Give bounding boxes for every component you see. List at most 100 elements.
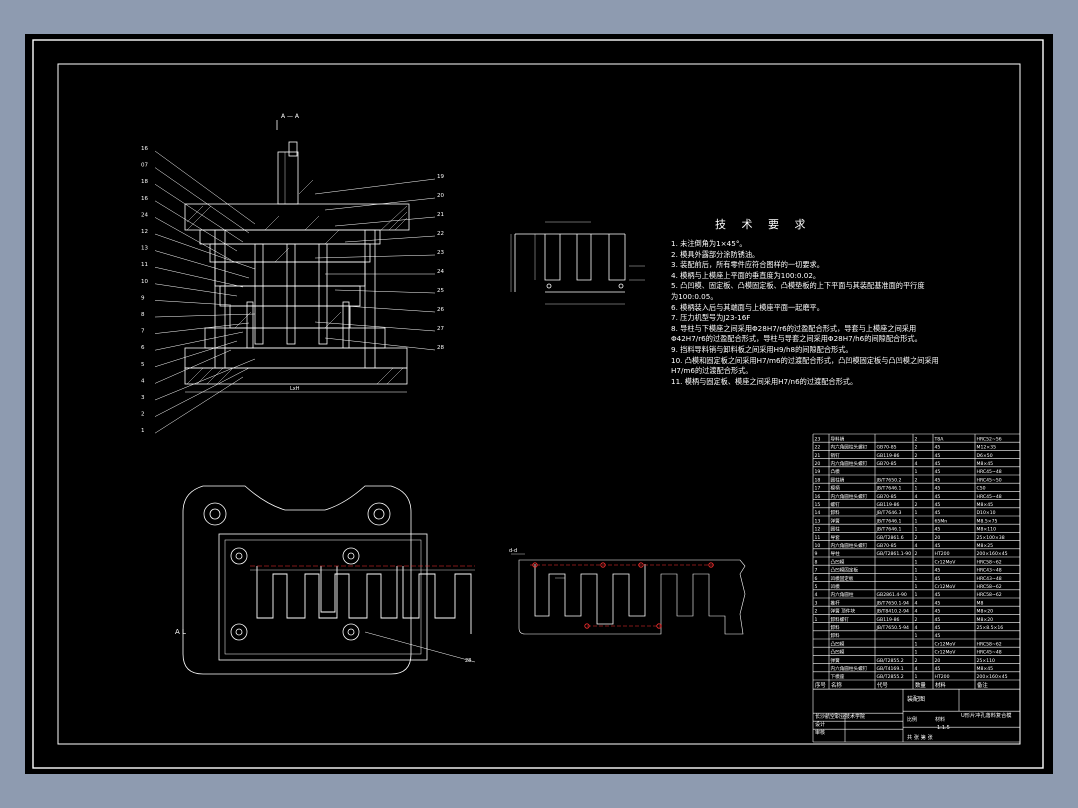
part-callout: 21 bbox=[437, 212, 444, 218]
bom-cell: 45 bbox=[935, 609, 941, 615]
bom-cell: 200×160×45 bbox=[977, 551, 1008, 557]
bom-cell: JB/T7646.1 bbox=[876, 518, 902, 524]
bom-cell: 凹模固定板 bbox=[831, 575, 854, 582]
scale-value: 1:1.5 bbox=[937, 725, 950, 731]
bom-cell: 凸模 bbox=[831, 468, 841, 475]
bom-cell: 内六角圆柱头螺钉 bbox=[831, 493, 868, 500]
leader-line bbox=[154, 358, 256, 401]
bom-cell: 45 bbox=[935, 617, 941, 623]
product-name: U形片冲孔落料复合模 bbox=[961, 711, 1012, 719]
title-label: 审核 bbox=[815, 729, 825, 736]
leader-line bbox=[154, 200, 238, 252]
part-callout: 19 bbox=[437, 174, 444, 180]
bom-cell: 20 bbox=[815, 461, 821, 467]
part-callout: 6 bbox=[141, 345, 145, 351]
bom-cell: HRC58~62 bbox=[977, 559, 1002, 565]
bom-cell: 18 bbox=[815, 477, 821, 483]
bom-cell: 1 bbox=[915, 633, 918, 639]
leader-line bbox=[154, 331, 244, 351]
bom-cell: 凸凹模 bbox=[831, 558, 845, 565]
bom-cell: GB119-86 bbox=[877, 453, 900, 459]
bom-cell: 20 bbox=[935, 535, 941, 541]
outer-frame bbox=[32, 39, 1044, 769]
bom-cell: 内六角圆柱 bbox=[831, 591, 854, 598]
leader-line bbox=[154, 217, 232, 261]
leader-line bbox=[314, 254, 436, 259]
cad-drawing: A — A bbox=[32, 39, 1044, 769]
bom-cell: 45 bbox=[935, 592, 941, 598]
bom-cell: 导料销 bbox=[831, 435, 845, 442]
tech-requirement-item: 3. 装配前后，所有零件应符合图样的一切要求。 bbox=[671, 260, 824, 270]
bom-cell: M8×25 bbox=[977, 543, 994, 549]
bom-cell: 1 bbox=[915, 568, 918, 574]
bom-cell: 1 bbox=[915, 650, 918, 656]
bom-cell: 45 bbox=[935, 502, 941, 508]
bom-cell: 凸凹模固定板 bbox=[831, 567, 859, 574]
bom-cell: 2 bbox=[915, 535, 918, 541]
bom-cell: 2 bbox=[815, 609, 818, 615]
tech-requirement-item: H7/m6的过渡配合形式。 bbox=[671, 366, 753, 376]
part-callout: 18 bbox=[141, 179, 148, 185]
bom-cell: 45 bbox=[935, 568, 941, 574]
leader-line bbox=[154, 349, 232, 384]
bom-cell: 45 bbox=[935, 633, 941, 639]
bom-cell: 5 bbox=[815, 584, 818, 590]
bom-cell: 45 bbox=[935, 510, 941, 516]
bom-header-cell: 材料 bbox=[935, 681, 946, 689]
tech-requirement-item: 1. 未注倒角为1×45°。 bbox=[671, 239, 747, 248]
bom-cell: HRC45~50 bbox=[977, 477, 1002, 483]
part-callout: 12 bbox=[141, 229, 148, 235]
bom-cell: 45 bbox=[935, 477, 941, 483]
bom-cell: JB/T7646.1 bbox=[876, 486, 902, 492]
bom-cell: 1 bbox=[815, 617, 818, 623]
bom-cell: 凸凹模 bbox=[831, 640, 845, 647]
bom-cell: 1 bbox=[915, 641, 918, 647]
bom-cell: 45 bbox=[935, 445, 941, 451]
bom-cell: Cr12MoV bbox=[935, 584, 957, 590]
bom-cell: 弹簧 顶件块 bbox=[831, 608, 856, 615]
bom-cell: 弹簧 bbox=[831, 657, 841, 664]
bom-cell: 15 bbox=[815, 502, 821, 508]
part-callout: 8 bbox=[141, 312, 145, 318]
leader-line bbox=[154, 376, 244, 434]
bom-cell: 推杆 bbox=[831, 599, 841, 606]
leader-line bbox=[334, 289, 436, 294]
bom-cell: 3 bbox=[815, 600, 818, 606]
bom-cell: HRC45~48 bbox=[977, 494, 1002, 500]
part-callout: 20 bbox=[437, 193, 444, 199]
bom-cell: 45 bbox=[935, 469, 941, 475]
bom-cell: 65Mn bbox=[935, 518, 948, 524]
bom-cell: 2 bbox=[915, 436, 918, 442]
bom-cell: 导柱 bbox=[831, 550, 841, 557]
bom-cell: GB70-85 bbox=[877, 445, 897, 451]
tech-requirement-item: 5. 凸凹模、固定板、凸模固定板、凸模垫板的上下平面与其装配基准面的平行度 bbox=[671, 281, 925, 291]
bom-cell: M8.5×75 bbox=[977, 518, 998, 524]
part-callout: 2 bbox=[141, 412, 145, 418]
part-callout: 07 bbox=[141, 163, 148, 169]
bom-cell: M8×45 bbox=[977, 666, 994, 672]
leader-line bbox=[334, 216, 436, 227]
section-label: A — A bbox=[281, 113, 300, 120]
part-callout: 27 bbox=[437, 326, 444, 332]
bom-cell: M12×35 bbox=[977, 445, 997, 451]
leader-line bbox=[154, 150, 256, 225]
bom-header-cell: 序号 bbox=[815, 681, 826, 689]
bom-cell: HRC52~56 bbox=[977, 436, 1002, 442]
part-callout: 9 bbox=[141, 295, 145, 301]
leader-line bbox=[154, 300, 232, 306]
bom-cell: 25×8.5×16 bbox=[977, 625, 1004, 631]
bom-cell: 凹模 bbox=[831, 583, 841, 590]
bom-cell: HRC58~62 bbox=[977, 592, 1002, 598]
bom-cell: GB/T2861.6 bbox=[877, 535, 904, 541]
bom-cell: C50 bbox=[977, 486, 986, 492]
bom-cell: 45 bbox=[935, 625, 941, 631]
bom-cell: JB/T7650.1-94 bbox=[876, 600, 910, 606]
bom-cell: 导套 bbox=[831, 534, 841, 541]
bom-cell: 25×110 bbox=[977, 658, 996, 664]
tech-requirement-item: 7. 压力机型号为J23-16F bbox=[671, 313, 751, 323]
bom-cell: 45 bbox=[935, 666, 941, 672]
leader-line bbox=[154, 313, 256, 318]
bom-cell: 4 bbox=[915, 543, 918, 549]
title-label: 设计 bbox=[815, 721, 825, 728]
